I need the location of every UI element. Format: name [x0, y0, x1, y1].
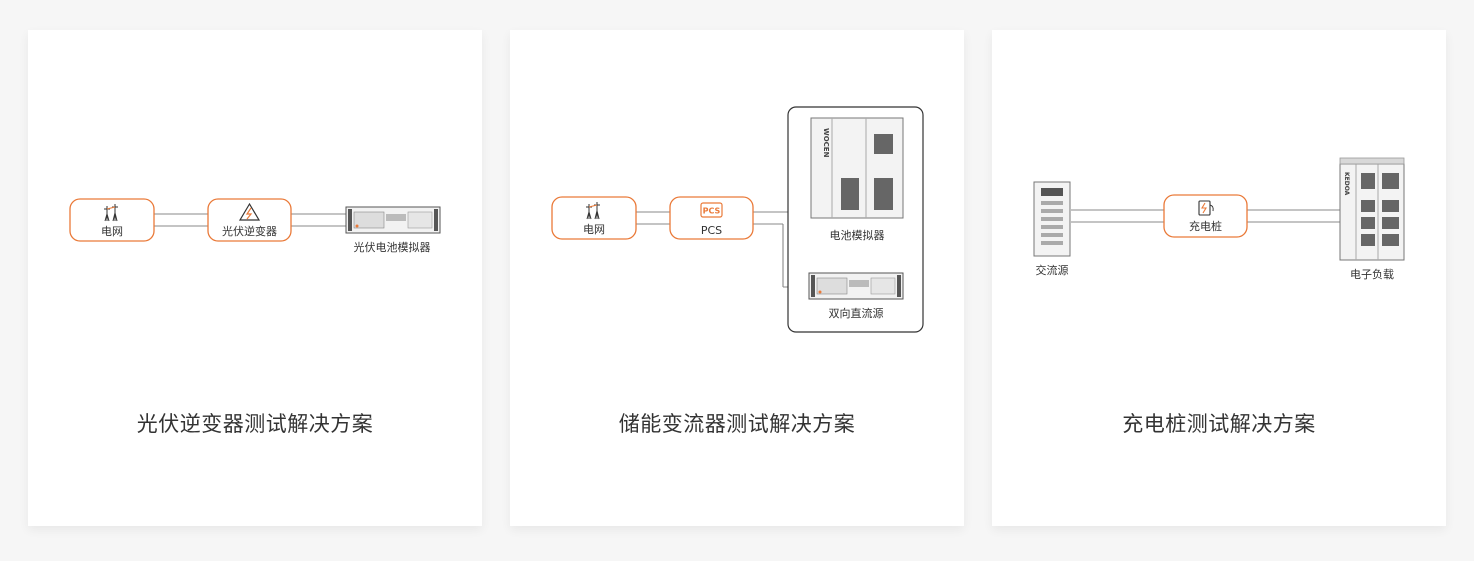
pcs-diagram: 电网 PCS PCS WOCEN 电池模拟器 [551, 106, 924, 333]
warning-triangle-icon [238, 202, 261, 221]
rack-device-icon [808, 272, 904, 300]
card-title: 光伏逆变器测试解决方案 [136, 412, 374, 436]
battery-sim-label: 电池模拟器 [830, 228, 885, 242]
card-title: 储能变流器测试解决方案 [618, 412, 856, 436]
pcs-node: PCS PCS [669, 196, 754, 240]
pcs-label: PCS [701, 224, 722, 237]
charger-label: 充电桩 [1189, 219, 1222, 233]
pcs-badge-icon: PCS [700, 202, 723, 218]
rack-device-icon [345, 206, 441, 234]
power-tower-icon [104, 204, 118, 222]
pv-diagram: 电网 光伏逆变器 光伏电池模拟器 [69, 198, 441, 254]
pcs-badge-text: PCS [703, 207, 721, 216]
inverter-label: 光伏逆变器 [222, 224, 277, 238]
load-label: 电子负载 [1350, 267, 1394, 281]
brand-text: WOCEN [822, 128, 830, 158]
tower-unit-icon [1033, 181, 1071, 257]
grid-node: 电网 [551, 196, 637, 240]
ac-source-label: 交流源 [1036, 263, 1069, 277]
cabinet-icon: WOCEN [810, 117, 904, 219]
grid-label: 电网 [101, 225, 123, 238]
solution-card-energy-storage[interactable]: 电网 PCS PCS WOCEN 电池模拟器 [510, 30, 964, 526]
charger-node: 充电桩 [1163, 194, 1248, 238]
charger-icon [1198, 200, 1214, 216]
inverter-node: 光伏逆变器 [207, 198, 292, 242]
card-title: 充电桩测试解决方案 [1122, 412, 1316, 436]
power-tower-icon [586, 202, 600, 220]
cabinet-icon: KEDOA [1339, 157, 1405, 261]
simulator-label: 光伏电池模拟器 [354, 240, 431, 254]
solution-card-charging-pile[interactable]: 交流源 充电桩 KEDOA 电子负载 [992, 30, 1446, 526]
charger-diagram: 交流源 充电桩 KEDOA 电子负载 [1033, 157, 1405, 281]
bidirectional-label: 双向直流源 [829, 306, 884, 320]
grid-node: 电网 [69, 198, 155, 242]
grid-label: 电网 [583, 223, 605, 236]
solution-card-pv-inverter[interactable]: 电网 光伏逆变器 光伏电池模拟器 光伏逆变器测试解决方案 [28, 30, 482, 526]
brand-text: KEDOA [1343, 172, 1350, 196]
